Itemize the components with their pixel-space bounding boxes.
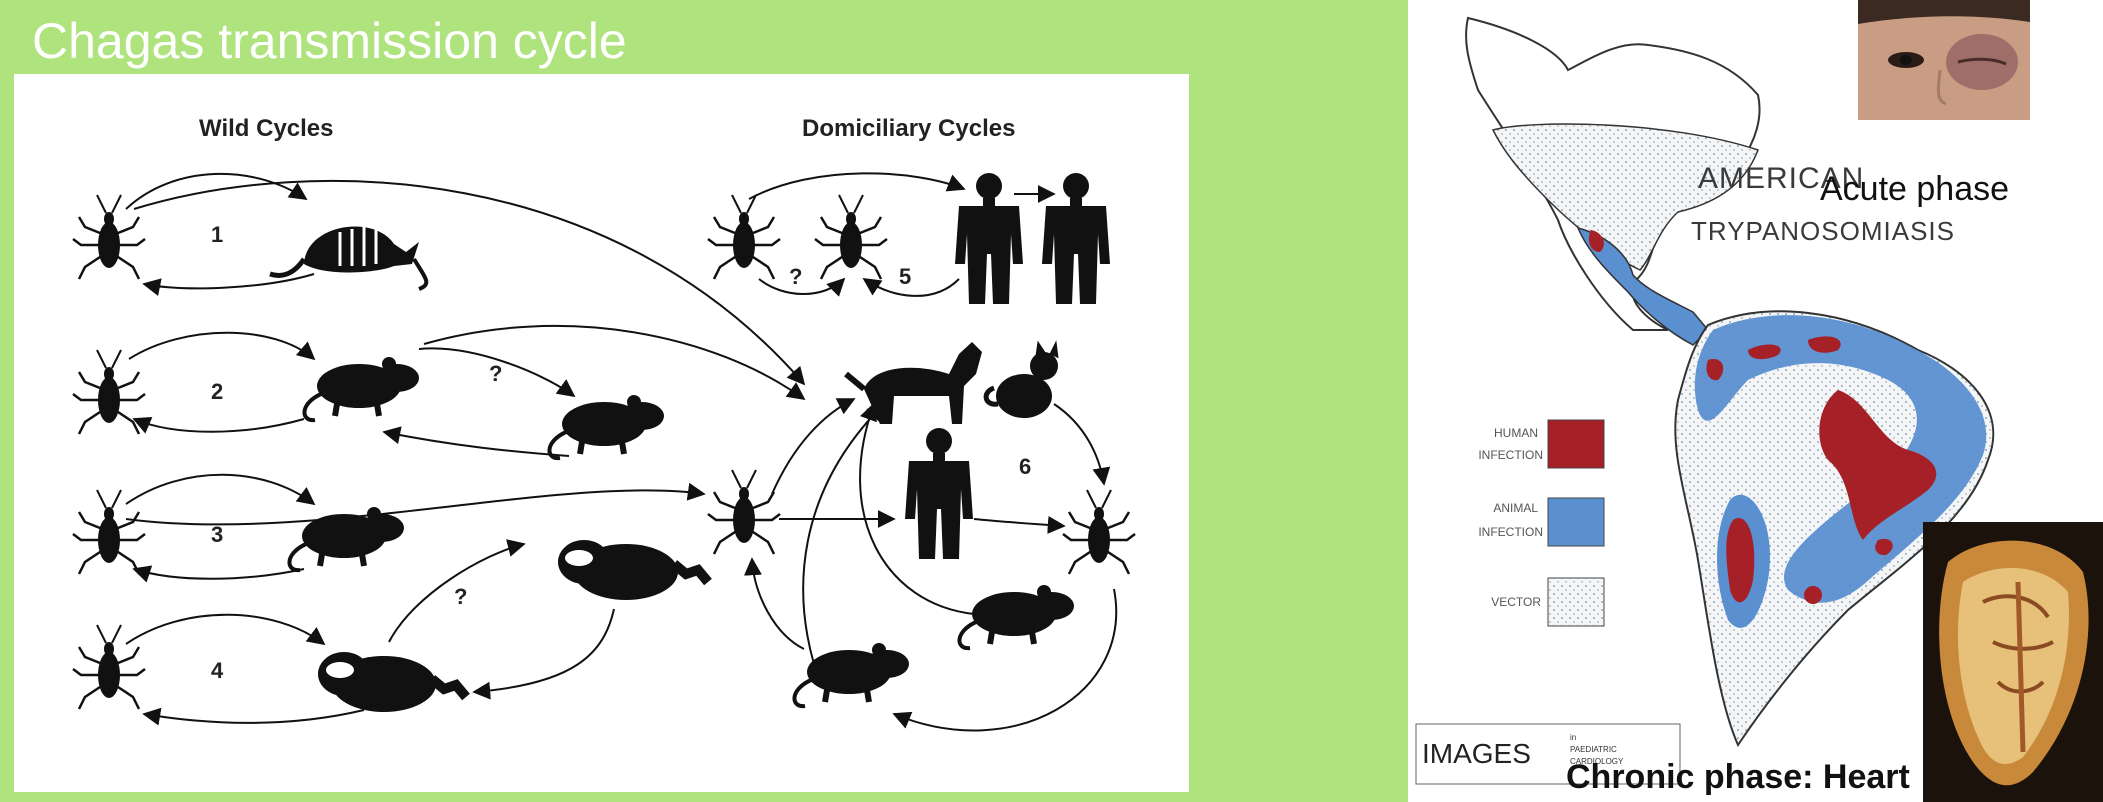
acute-phase-label: Acute phase (1820, 170, 2009, 209)
triatomine-bug-icon (73, 195, 145, 279)
cat-icon (986, 342, 1058, 418)
source-sub-1: in (1570, 733, 1576, 742)
domestic-rat-icon (959, 585, 1074, 648)
legend-swatch-human (1548, 420, 1604, 468)
human-icon (955, 173, 1023, 304)
chronic-phase-label: Chronic phase: Heart (1566, 758, 1910, 797)
slide-title: Chagas transmission cycle (32, 12, 627, 70)
triatomine-bug-icon (73, 350, 145, 434)
unknown-link-label: ? (454, 584, 467, 609)
source-main: IMAGES (1422, 738, 1531, 769)
wild-cycles-title: Wild Cycles (199, 115, 334, 142)
unknown-link-label: ? (489, 361, 502, 386)
endemic-map-panel: AMERICAN TRYPANOSOMIASIS HUMAN INFECTION… (1408, 0, 2103, 802)
triatomine-bug-icon (73, 490, 145, 574)
chronic-phase-heart-photo (1923, 522, 2103, 802)
human-icon (1042, 173, 1110, 304)
cycle-number-3: 3 (211, 522, 223, 547)
cycle-number-5: 5 (899, 264, 911, 289)
transmission-diagram: Wild Cycles Domiciliary Cycles 1 2 3 4 5… (14, 74, 1189, 792)
source-sub-2: PAEDIATRIC (1570, 745, 1617, 754)
raccoon-icon (318, 652, 466, 712)
legend-swatch-vector (1548, 578, 1604, 626)
human-icon (905, 428, 973, 559)
cycle-number-6: 6 (1019, 454, 1031, 479)
opossum-icon (304, 357, 419, 420)
legend-vector-label: VECTOR (1491, 595, 1541, 609)
cycle-number-4: 4 (211, 658, 224, 683)
raccoon-icon (558, 540, 708, 600)
opossum-icon (549, 395, 664, 458)
legend-animal-line1: ANIMAL (1493, 501, 1538, 515)
triatomine-bug-icon (708, 195, 780, 279)
domiciliary-cycles-title: Domiciliary Cycles (802, 115, 1015, 142)
legend-animal-line2: INFECTION (1478, 525, 1543, 539)
legend-swatch-animal (1548, 498, 1604, 546)
legend-human-line1: HUMAN (1494, 426, 1538, 440)
diagram-canvas: Wild Cycles Domiciliary Cycles 1 2 3 4 5… (14, 74, 1189, 792)
cycle-number-2: 2 (211, 379, 223, 404)
triatomine-bug-icon (708, 470, 780, 554)
acute-phase-photo (1858, 0, 2030, 120)
unknown-link-label: ? (789, 264, 802, 289)
triatomine-bug-icon (1063, 490, 1135, 574)
transmission-arrows (126, 174, 804, 723)
legend-human-line2: INFECTION (1478, 448, 1543, 462)
map-legend: HUMAN INFECTION ANIMAL INFECTION VECTOR (1478, 420, 1604, 626)
triatomine-bug-icon (815, 195, 887, 279)
map-title-line2: TRYPANOSOMIASIS (1691, 216, 1955, 246)
cycle-number-1: 1 (211, 222, 223, 247)
dog-icon (846, 342, 982, 424)
